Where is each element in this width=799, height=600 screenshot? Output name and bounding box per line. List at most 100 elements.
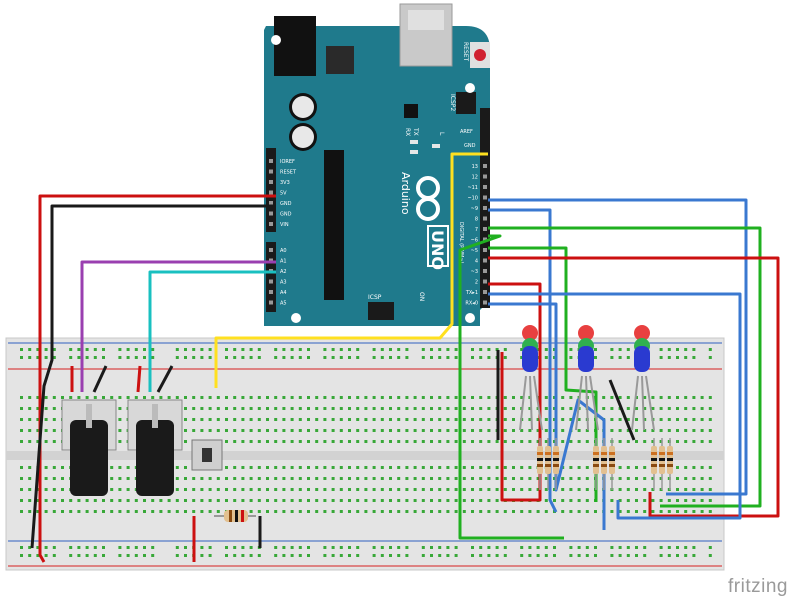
breadboard bbox=[5, 337, 725, 571]
rgb-led-red bbox=[522, 325, 538, 341]
digital-pin-11[interactable] bbox=[483, 279, 487, 284]
led-resistor bbox=[553, 438, 559, 490]
digital-pin-label: ~6 bbox=[471, 238, 478, 244]
aref-label: AREF bbox=[460, 129, 473, 135]
power-pin-3[interactable] bbox=[269, 190, 273, 195]
board-name: Arduino bbox=[399, 172, 412, 215]
digital-pin-1[interactable] bbox=[483, 174, 487, 179]
digital-pin-2[interactable] bbox=[483, 185, 487, 189]
icsp2-header bbox=[456, 92, 476, 114]
digital-pin-9[interactable] bbox=[483, 258, 487, 263]
wire-d12-yellow bbox=[214, 152, 488, 388]
power-pin-0[interactable] bbox=[269, 159, 273, 163]
l-label: L bbox=[438, 132, 445, 136]
digital-pin-0[interactable] bbox=[483, 164, 487, 168]
digital-pin-3[interactable] bbox=[483, 195, 487, 200]
digital-pin-label: ~9 bbox=[471, 206, 478, 212]
analog-pin-label: A3 bbox=[280, 280, 287, 286]
analog-pin-5[interactable] bbox=[269, 300, 273, 305]
digital-pin-label: ~11 bbox=[467, 185, 478, 191]
rgb-led-blue bbox=[578, 346, 594, 372]
gnd-top-label: GND bbox=[464, 143, 476, 149]
digital-pin-12[interactable] bbox=[483, 290, 487, 294]
rgb-led-2 bbox=[575, 325, 599, 431]
digital-pin-7[interactable] bbox=[483, 237, 487, 242]
power-pin-2[interactable] bbox=[269, 180, 273, 184]
potentiometer-1-knob[interactable] bbox=[70, 420, 108, 496]
digital-pin-label: ~10 bbox=[467, 196, 478, 202]
fritzing-watermark: fritzing bbox=[728, 576, 788, 597]
analog-pin-label: A1 bbox=[280, 259, 287, 265]
analog-header bbox=[266, 242, 276, 312]
board-pcb bbox=[264, 26, 490, 326]
digital-pin-4[interactable] bbox=[483, 206, 487, 210]
mount-hole-4 bbox=[465, 83, 475, 93]
led-resistor bbox=[537, 438, 543, 490]
analog-header-label: ANALOG IN bbox=[256, 254, 262, 282]
power-header-label: POWER bbox=[256, 188, 262, 207]
wire-a2-cyan bbox=[148, 270, 276, 392]
digital-pin-6[interactable] bbox=[483, 227, 487, 231]
power-pin-label: GND bbox=[280, 212, 292, 218]
pushbutton[interactable] bbox=[191, 439, 223, 471]
mount-hole-1 bbox=[271, 35, 281, 45]
led-resistor bbox=[609, 438, 615, 490]
wire-d1-blue bbox=[488, 292, 742, 520]
on-label: ON bbox=[418, 292, 425, 301]
potentiometer-2-knob[interactable] bbox=[136, 420, 174, 496]
led-resistor bbox=[667, 438, 673, 490]
power-pin-1[interactable] bbox=[269, 169, 273, 174]
power-header bbox=[266, 148, 276, 232]
icsp2-label: ICSP2 bbox=[449, 94, 456, 111]
dc-power-jack bbox=[274, 16, 316, 76]
wire-gnd-black bbox=[30, 204, 276, 549]
rgb-led-red bbox=[578, 325, 594, 341]
digital-pin-label: ~3 bbox=[471, 269, 478, 275]
analog-pin-0[interactable] bbox=[269, 248, 273, 252]
power-pin-label: GND bbox=[280, 201, 292, 207]
wire-d8-blue bbox=[488, 208, 558, 513]
digital-pin-label: RX◂0 bbox=[465, 301, 478, 307]
usb-connector-inner bbox=[408, 10, 444, 30]
analog-pin-3[interactable] bbox=[269, 279, 273, 284]
digital-pin-label: 12 bbox=[472, 175, 478, 181]
digital-pin-label: 2 bbox=[475, 280, 478, 286]
reset-button-cap[interactable] bbox=[474, 49, 486, 61]
digital-pin-label: TX▸1 bbox=[465, 290, 478, 296]
wire-d5-green bbox=[488, 246, 598, 502]
wire-a1-purple bbox=[80, 260, 276, 392]
power-pin-6[interactable] bbox=[269, 222, 273, 226]
power-pin-label: VIN bbox=[280, 222, 289, 228]
power-pin-4[interactable] bbox=[269, 201, 273, 205]
power-pin-5[interactable] bbox=[269, 211, 273, 216]
led-resistor bbox=[601, 438, 607, 490]
led-resistor bbox=[659, 438, 665, 490]
wire-5v-red bbox=[38, 194, 276, 563]
aref-header bbox=[480, 108, 490, 160]
digital-pin-13[interactable] bbox=[483, 300, 487, 305]
analog-pin-label: A5 bbox=[280, 301, 287, 307]
digital-pin-5[interactable] bbox=[483, 216, 487, 221]
digital-pin-label: 8 bbox=[475, 217, 478, 223]
wire-d3-red bbox=[488, 256, 780, 518]
rgb-led-3 bbox=[631, 325, 655, 431]
power-pin-label: 3V3 bbox=[280, 180, 290, 186]
breadboard-center-channel bbox=[6, 451, 724, 460]
reset-label: RESET bbox=[462, 42, 469, 62]
rgb-leds bbox=[519, 325, 655, 431]
rgb-led-red bbox=[634, 325, 650, 341]
digital-pin-10[interactable] bbox=[483, 269, 487, 273]
analog-pin-4[interactable] bbox=[269, 290, 273, 294]
digital-pin-8[interactable] bbox=[483, 248, 487, 252]
potentiometer-2 bbox=[127, 399, 183, 496]
wire-d2-red bbox=[488, 282, 542, 502]
rx-led bbox=[410, 140, 418, 144]
digital-pin-label: 4 bbox=[475, 259, 478, 265]
icsp-label: ICSP bbox=[368, 294, 382, 301]
power-pin-label: IOREF bbox=[280, 159, 295, 165]
voltage-regulator bbox=[326, 46, 354, 74]
analog-pin-label: A2 bbox=[280, 269, 287, 275]
digital-header bbox=[480, 160, 490, 308]
